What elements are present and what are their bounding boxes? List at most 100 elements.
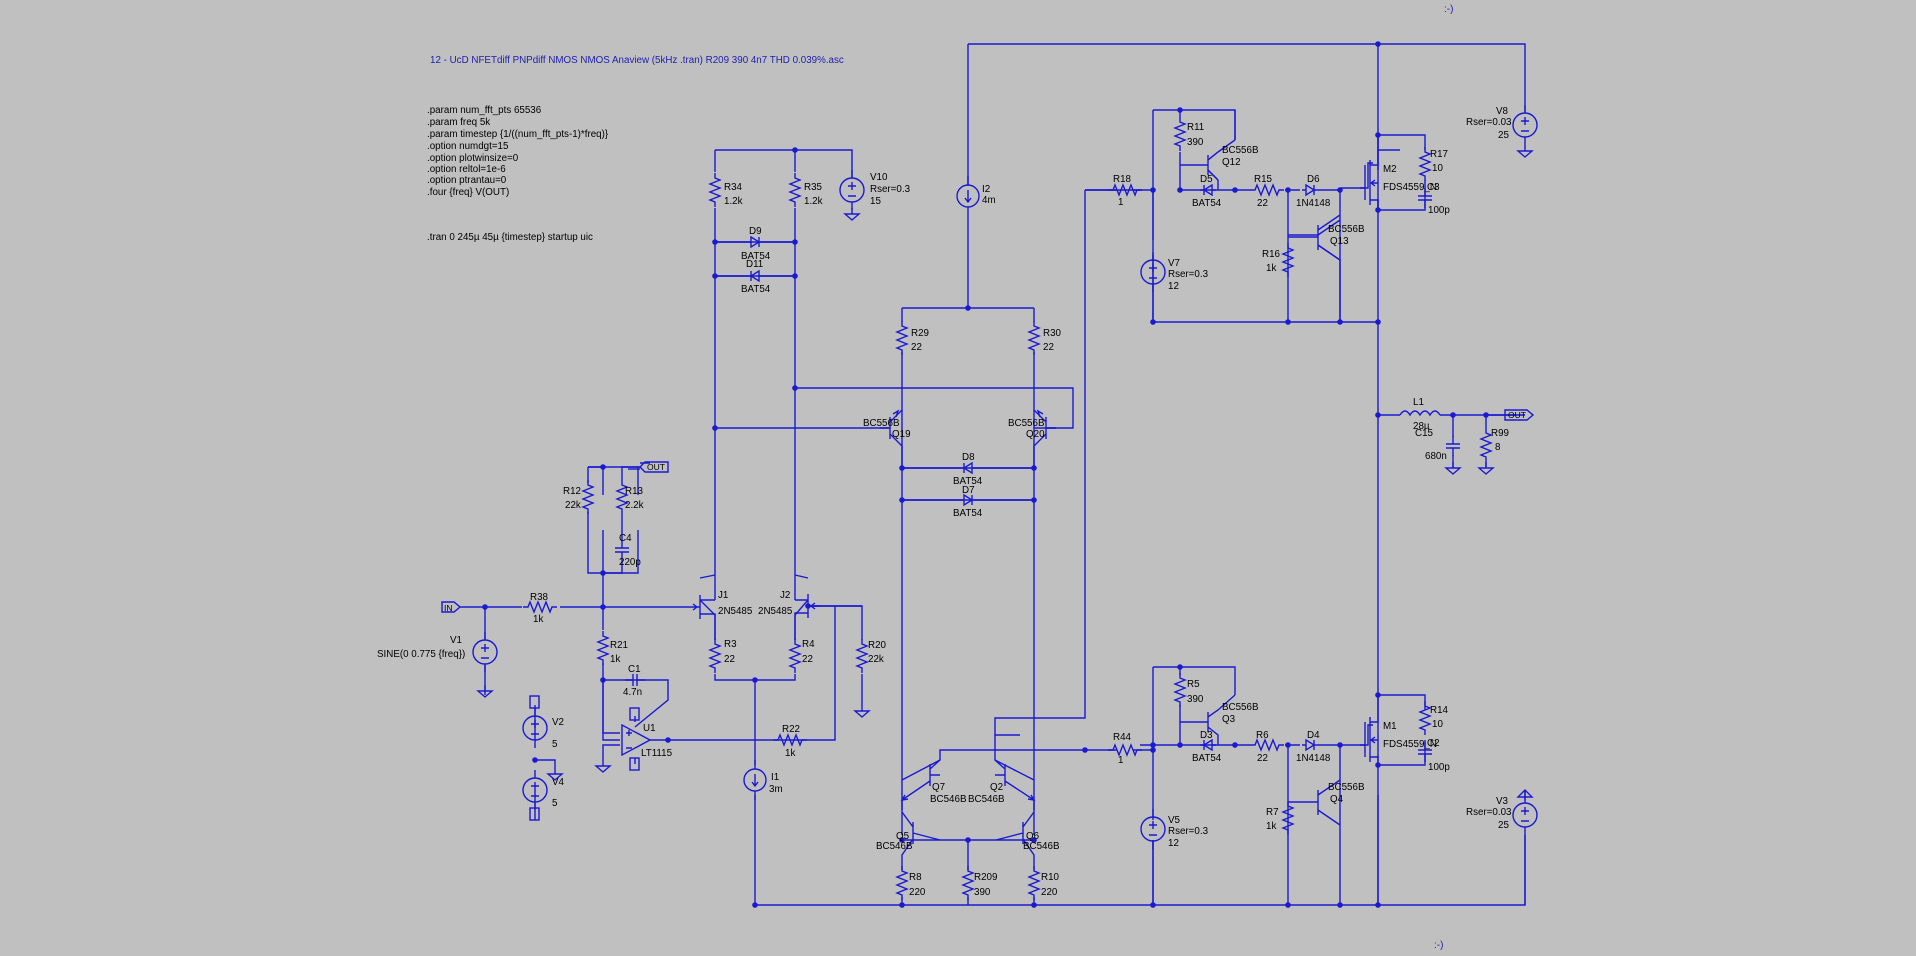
transistor-Q3[interactable]: BC556B Q3 xyxy=(1180,694,1259,745)
resistor-R21[interactable]: R21 1k xyxy=(597,630,628,666)
R209-value: 390 xyxy=(974,887,991,898)
resistor-R13[interactable]: R13 2.2k xyxy=(616,479,644,515)
resistor-R17[interactable]: R17 10 xyxy=(1419,146,1448,182)
R12-name: R12 xyxy=(563,486,581,497)
transistor-Q20[interactable]: BC556B Q20 xyxy=(1008,409,1056,468)
transistor-Q13[interactable]: BC556B Q13 xyxy=(1288,214,1365,261)
V1-value: SINE(0 0.775 {freq}) xyxy=(377,649,465,660)
diode-D9[interactable]: D9 BAT54 xyxy=(741,226,771,262)
R15-name: R15 xyxy=(1254,174,1273,185)
resistor-R12[interactable]: R12 22k xyxy=(563,479,594,515)
R99-value: 8 xyxy=(1495,442,1501,453)
source-V8[interactable]: V8 Rser=0.03 25 xyxy=(1466,104,1538,158)
resistor-R18[interactable]: R18 1 xyxy=(1107,174,1143,208)
diode-D4[interactable]: D4 1N4148 xyxy=(1296,730,1331,764)
capacitor-C4[interactable]: C4 220p xyxy=(614,533,641,568)
Q13-name: Q13 xyxy=(1330,236,1349,247)
directive-line: .option ptrantau=0 xyxy=(427,175,507,186)
transistor-Q5[interactable]: Q5 BC546B xyxy=(876,811,941,860)
resistor-R5[interactable]: R5 390 xyxy=(1174,672,1204,708)
directive-line: .four {freq} V(OUT) xyxy=(427,187,509,198)
D6-value: 1N4148 xyxy=(1296,198,1331,209)
source-V5[interactable]: V5 Rser=0.3 12 xyxy=(1140,808,1209,850)
R38-name: R38 xyxy=(530,592,549,603)
net-label-in-text: IN xyxy=(444,603,453,613)
directive-line: .option reltol=1e-6 xyxy=(427,164,506,175)
J1-value: 2N5485 xyxy=(718,606,753,617)
source-V3[interactable]: V3 Rser=0.03 25 xyxy=(1466,789,1538,836)
R22-name: R22 xyxy=(782,724,800,735)
resistor-R29[interactable]: R29 22 xyxy=(896,320,929,356)
R6-value: 22 xyxy=(1257,753,1268,764)
resistor-R16[interactable]: R16 1k xyxy=(1262,242,1294,278)
resistor-R11[interactable]: R11 390 xyxy=(1174,116,1204,152)
resistor-R20[interactable]: R20 22k xyxy=(854,638,887,718)
R3-name: R3 xyxy=(724,639,737,650)
resistor-R10[interactable]: R10 220 xyxy=(1028,865,1060,901)
Q6-name: Q6 xyxy=(1026,831,1040,842)
resistor-R3[interactable]: R3 22 xyxy=(709,638,737,674)
source-V2[interactable]: V2 5 xyxy=(522,695,564,750)
M1-value: FDS4559_N xyxy=(1383,739,1437,750)
transistor-Q7[interactable]: Q7 BC546B xyxy=(900,759,967,810)
mosfet-M1[interactable]: M1 FDS4559_N xyxy=(1360,695,1437,765)
inductor-L1[interactable]: L1 28µ xyxy=(1399,397,1441,432)
net-label-out-text: OUT xyxy=(1508,410,1526,420)
diode-D8[interactable]: D8 BAT54 xyxy=(953,452,983,487)
R21-value: 1k xyxy=(610,654,620,665)
Q12-value: BC556B xyxy=(1222,145,1259,156)
mosfet-M2[interactable]: M2 FDS4559_N xyxy=(1360,135,1437,210)
diode-D5[interactable]: D5 BAT54 xyxy=(1192,174,1222,209)
current-source-I2[interactable]: I2 4m xyxy=(956,175,996,217)
resistor-R7[interactable]: R7 1k xyxy=(1266,800,1294,836)
resistor-R22[interactable]: R22 1k xyxy=(772,724,808,759)
resistor-R14[interactable]: R14 10 xyxy=(1419,700,1449,736)
transistor-Q6[interactable]: Q6 BC546B xyxy=(995,811,1060,860)
R10-value: 220 xyxy=(1041,887,1058,898)
L1-name: L1 xyxy=(1413,397,1424,408)
V10-name: V10 xyxy=(870,172,888,183)
current-source-I1[interactable]: I1 3m xyxy=(743,759,783,801)
V4-value: 5 xyxy=(552,798,558,809)
source-V4[interactable]: V4 5 xyxy=(522,769,565,821)
spice-directives: .param num_fft_pts 65536 .param freq 5k … xyxy=(427,105,609,243)
capacitor-C15[interactable]: C15 680n xyxy=(1415,428,1461,475)
resistor-R4[interactable]: R4 22 xyxy=(789,638,815,674)
diode-D7[interactable]: D7 BAT54 xyxy=(953,485,983,519)
C15-value: 680n xyxy=(1425,451,1447,462)
diode-D6[interactable]: D6 1N4148 xyxy=(1296,174,1331,209)
source-V1[interactable]: V1 SINE(0 0.775 {freq}) xyxy=(377,631,498,698)
resistor-R34[interactable]: R34 1.2k xyxy=(709,172,743,208)
resistor-R209[interactable]: R209 390 xyxy=(962,865,997,901)
transistor-Q4[interactable]: BC556B Q4 xyxy=(1288,779,1365,826)
capacitor-C1[interactable]: C1 4.7n xyxy=(623,664,646,698)
resistor-R44[interactable]: R44 1 xyxy=(1107,732,1143,766)
resistor-R6[interactable]: R6 22 xyxy=(1249,730,1285,764)
net-label-out-fb-text: OUT xyxy=(647,462,665,472)
opamp-U1[interactable]: U1 LT1115 xyxy=(621,707,673,771)
transistor-Q12[interactable]: BC556B Q12 xyxy=(1200,145,1259,181)
resistor-R35[interactable]: R35 1.2k xyxy=(789,172,823,208)
Q3-name: Q3 xyxy=(1222,714,1236,725)
V10-value: 15 xyxy=(870,196,881,207)
resistor-R15[interactable]: R15 22 xyxy=(1249,174,1285,209)
C2-name: C2 xyxy=(1427,738,1440,749)
jfet-J2[interactable]: J2 2N5485 xyxy=(758,575,820,640)
resistor-R38[interactable]: R38 1k xyxy=(522,592,558,625)
resistor-R30[interactable]: R30 22 xyxy=(1028,320,1062,356)
source-V10[interactable]: V10 Rser=0.3 15 xyxy=(839,169,911,221)
jfet-J1[interactable]: J1 2N5485 xyxy=(690,575,753,640)
transistor-Q19[interactable]: BC556B Q19 xyxy=(863,409,911,468)
Q7-name: Q7 xyxy=(932,782,945,793)
diode-D3[interactable]: D3 BAT54 xyxy=(1192,730,1222,764)
source-V7[interactable]: V7 Rser=0.3 12 xyxy=(1140,251,1209,293)
capacitor-C3[interactable]: C3 100p xyxy=(1417,182,1450,216)
capacitor-C2[interactable]: C2 100p xyxy=(1417,738,1450,773)
diode-D11[interactable]: D11 BAT54 xyxy=(741,259,771,295)
transistor-Q2[interactable]: Q2 BC546B xyxy=(968,759,1036,810)
resistor-R8[interactable]: R8 220 xyxy=(896,865,926,901)
R7-name: R7 xyxy=(1266,807,1279,818)
resistor-R99[interactable]: R99 8 xyxy=(1478,427,1509,475)
R7-value: 1k xyxy=(1266,821,1276,832)
